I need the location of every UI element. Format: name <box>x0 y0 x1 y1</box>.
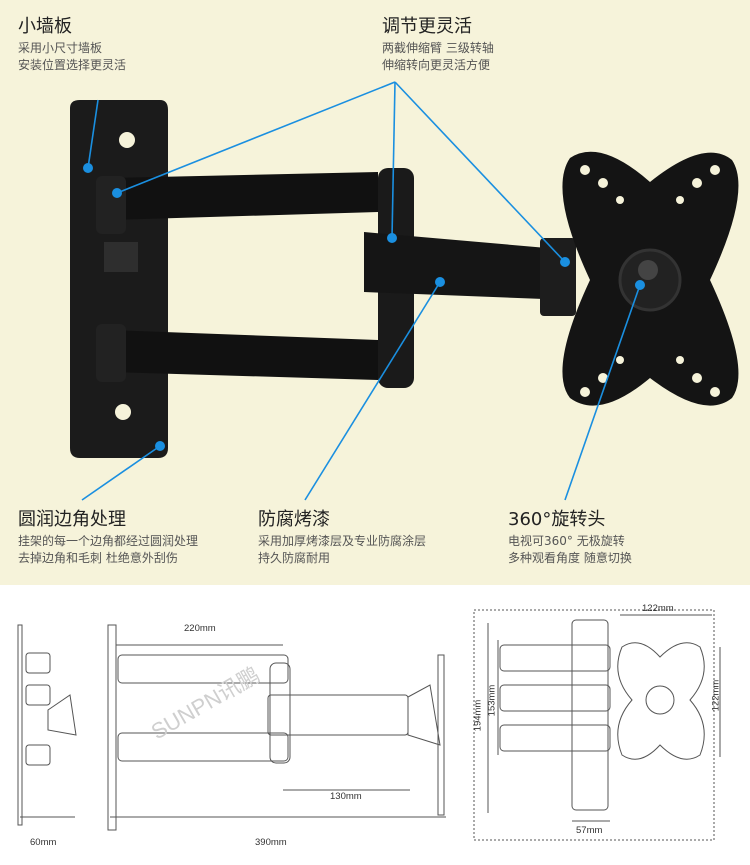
feature-desc-line: 持久防腐耐用 <box>258 551 331 565</box>
dim-plate-height: 122mm <box>710 679 722 712</box>
dim-arm-length: 220mm <box>184 623 216 634</box>
feature-desc-line: 挂架的每一个边角都经过圆润处理 <box>18 534 199 548</box>
callout-dots <box>83 163 645 451</box>
feature-desc-line: 多种观看角度 随意切换 <box>508 551 632 565</box>
dim-arm-segment: 130mm <box>330 791 362 802</box>
wall-plate <box>70 100 168 458</box>
dimension-drawing-panel: SUNPN讯鹏 220mm 130mm 60mm 390mm 122mm 122… <box>0 585 750 865</box>
feature-desc-line: 两截伸缩臂 三级转轴 <box>382 41 494 55</box>
dim-depth-min: 60mm <box>30 837 57 848</box>
wall-mount-illustration <box>70 81 739 501</box>
feature-desc-line: 安装位置选择更灵活 <box>18 58 127 72</box>
product-photo-panel: 小墙板 采用小尺寸墙板 安装位置选择更灵活 调节更灵活 两截伸缩臂 三级转轴 伸… <box>0 0 750 585</box>
middle-arm <box>364 232 570 300</box>
feature-desc-line: 去掉边角和毛刺 杜绝意外刮伤 <box>18 551 178 565</box>
feature-title-rotation: 360°旋转头 <box>508 509 606 530</box>
dim-depth-max: 390mm <box>255 837 287 848</box>
lower-arm <box>110 330 378 380</box>
dim-arm-height: 153mm <box>486 684 498 717</box>
feature-desc-line: 电视可360° 无极旋转 <box>508 534 625 548</box>
dim-wall-height: 194mm <box>472 699 484 732</box>
feature-desc-line: 采用加厚烤漆层及专业防腐涂层 <box>258 534 427 548</box>
upper-arm <box>110 172 378 220</box>
feature-desc-line: 伸缩转向更灵活方便 <box>382 58 491 72</box>
feature-title-rounded: 圆润边角处理 <box>18 509 126 530</box>
feature-desc-line: 采用小尺寸墙板 <box>18 41 103 55</box>
dim-base-depth: 57mm <box>576 825 603 836</box>
dim-plate-width: 122mm <box>642 603 674 614</box>
feature-title-anticorrosion: 防腐烤漆 <box>258 509 330 530</box>
feature-title-small-plate: 小墙板 <box>18 16 72 37</box>
watermark: SUNPN讯鹏 <box>147 662 264 744</box>
feature-title-flexible: 调节更灵活 <box>382 16 472 37</box>
dimension-drawings: SUNPN讯鹏 <box>17 609 721 841</box>
